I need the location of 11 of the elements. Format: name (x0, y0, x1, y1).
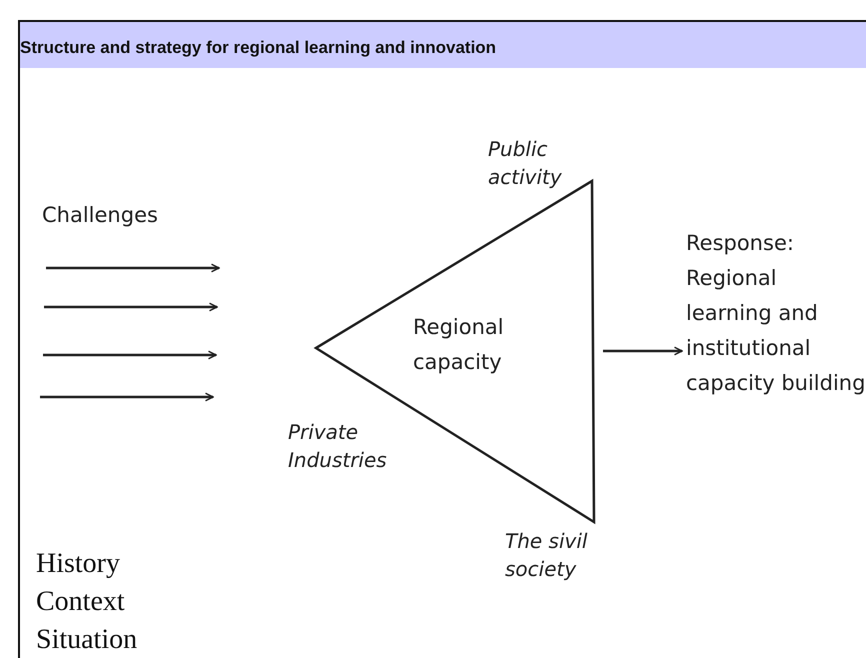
response-text: Response: Regional learning and institutional capacity building (686, 226, 866, 401)
vertex-label: The sivil society (505, 528, 588, 583)
context-label: Situation (36, 623, 138, 657)
arrow (603, 346, 683, 356)
context-label: History (36, 547, 120, 581)
diagram-title: Structure and strategy for regional learning and innovation (20, 38, 496, 58)
node-label: Regional capacity (413, 314, 505, 376)
vertex-label: Private Industries (288, 419, 388, 474)
vertex-label: Public activity (488, 136, 563, 191)
side-label: Challenges (42, 202, 158, 229)
context-label: Context (36, 585, 125, 619)
